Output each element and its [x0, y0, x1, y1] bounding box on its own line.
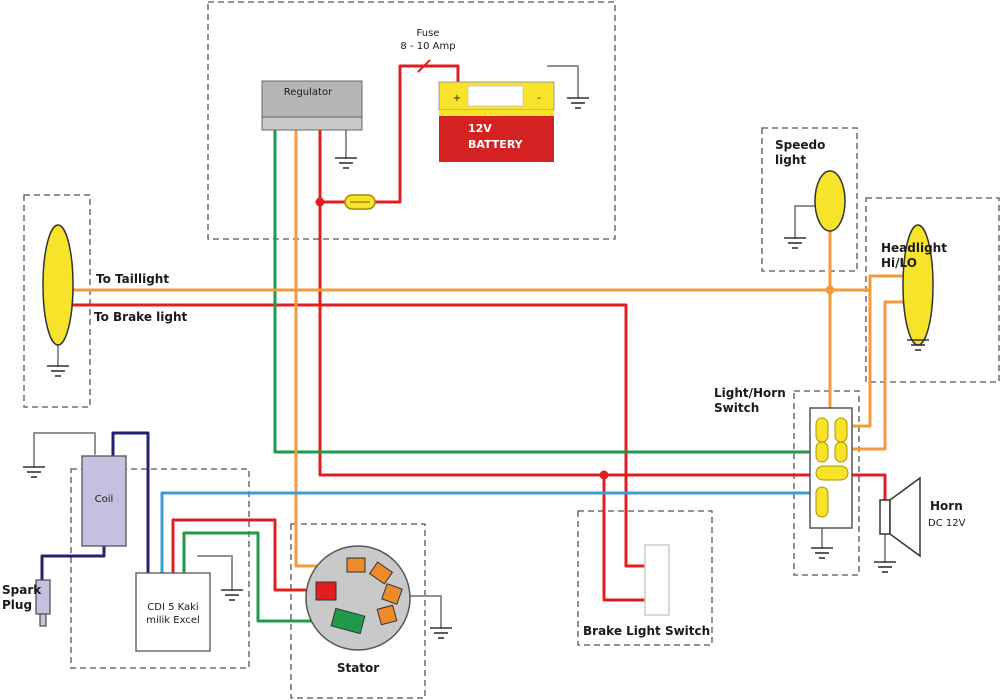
battery-label-name: BATTERY [468, 138, 524, 151]
battery-label-voltage: 12V [468, 122, 492, 135]
brake-switch-label: Brake Light Switch [583, 624, 710, 638]
switch-label-line1: Light/Horn [714, 386, 786, 400]
brake-switch-box [577, 510, 713, 646]
junction-dot-brake [599, 470, 609, 480]
horn [879, 476, 921, 558]
junction-dot-taillight [825, 285, 835, 295]
battery-minus-terminal: - [537, 93, 541, 104]
fuse-symbol [412, 59, 436, 73]
stator-box [290, 523, 426, 699]
regulator: Regulator [261, 80, 363, 131]
junction-dots [315, 197, 835, 480]
cdi-label-line1: CDI 5 Kaki [147, 602, 198, 613]
fuse-rating: 8 - 10 Amp [400, 41, 455, 52]
cdi-label-line2: milik Excel [146, 615, 200, 626]
speedo-light-bulb [814, 170, 846, 232]
stator [305, 545, 411, 651]
ignition-box [70, 468, 250, 669]
taillight-label: To Taillight [96, 272, 169, 286]
light-horn-switch-box [793, 390, 860, 576]
red-wires [56, 64, 887, 602]
navy-wires [40, 431, 150, 582]
battery-plus-terminal: + [453, 93, 461, 104]
brake-light-switch [644, 544, 670, 616]
stator-label: Stator [337, 661, 379, 675]
ignition-coil: Coil [81, 455, 127, 547]
ground-symbol [430, 627, 452, 639]
blue-wires [160, 491, 824, 575]
taillight-bulb [42, 224, 74, 346]
speedo-label-line1: Speedo [775, 138, 825, 152]
ground-symbol [567, 97, 589, 109]
ground-symbol [221, 589, 243, 601]
ground-symbol [874, 561, 896, 573]
headlight-label-line2: Hi/LO [881, 256, 917, 270]
fuse-title: Fuse [417, 28, 440, 39]
horn-label-line2: DC 12V [928, 518, 966, 529]
spark-plug-label-line1: Spark [2, 583, 42, 597]
ground-symbol [784, 237, 806, 249]
cdi-unit: CDI 5 Kaki milik Excel [135, 572, 211, 652]
ground-symbol [47, 365, 69, 377]
light-horn-switch [809, 407, 853, 529]
speedo-light-box [761, 127, 858, 272]
ground-symbol [23, 466, 45, 478]
regulator-label: Regulator [284, 87, 333, 98]
switch-label-line2: Switch [714, 401, 759, 415]
green-wires [182, 125, 824, 623]
speedo-label-line2: light [775, 153, 806, 167]
ground-symbol [907, 339, 929, 351]
brake-light-label: To Brake light [94, 310, 188, 324]
taillight-box [23, 194, 91, 408]
power-section-box [207, 1, 616, 240]
battery: + - 12V BATTERY [438, 81, 555, 162]
junction-dot-regulator [315, 197, 325, 207]
spark-plug-label-line2: Plug [2, 598, 32, 612]
coil-label: Coil [95, 494, 114, 505]
spark-plug [35, 579, 51, 627]
orange-wires [56, 125, 910, 568]
ground-symbol [811, 547, 833, 559]
headlight-label-line1: Headlight [881, 241, 947, 255]
ground-symbol [335, 157, 357, 169]
horn-label-line1: Horn [930, 499, 963, 513]
